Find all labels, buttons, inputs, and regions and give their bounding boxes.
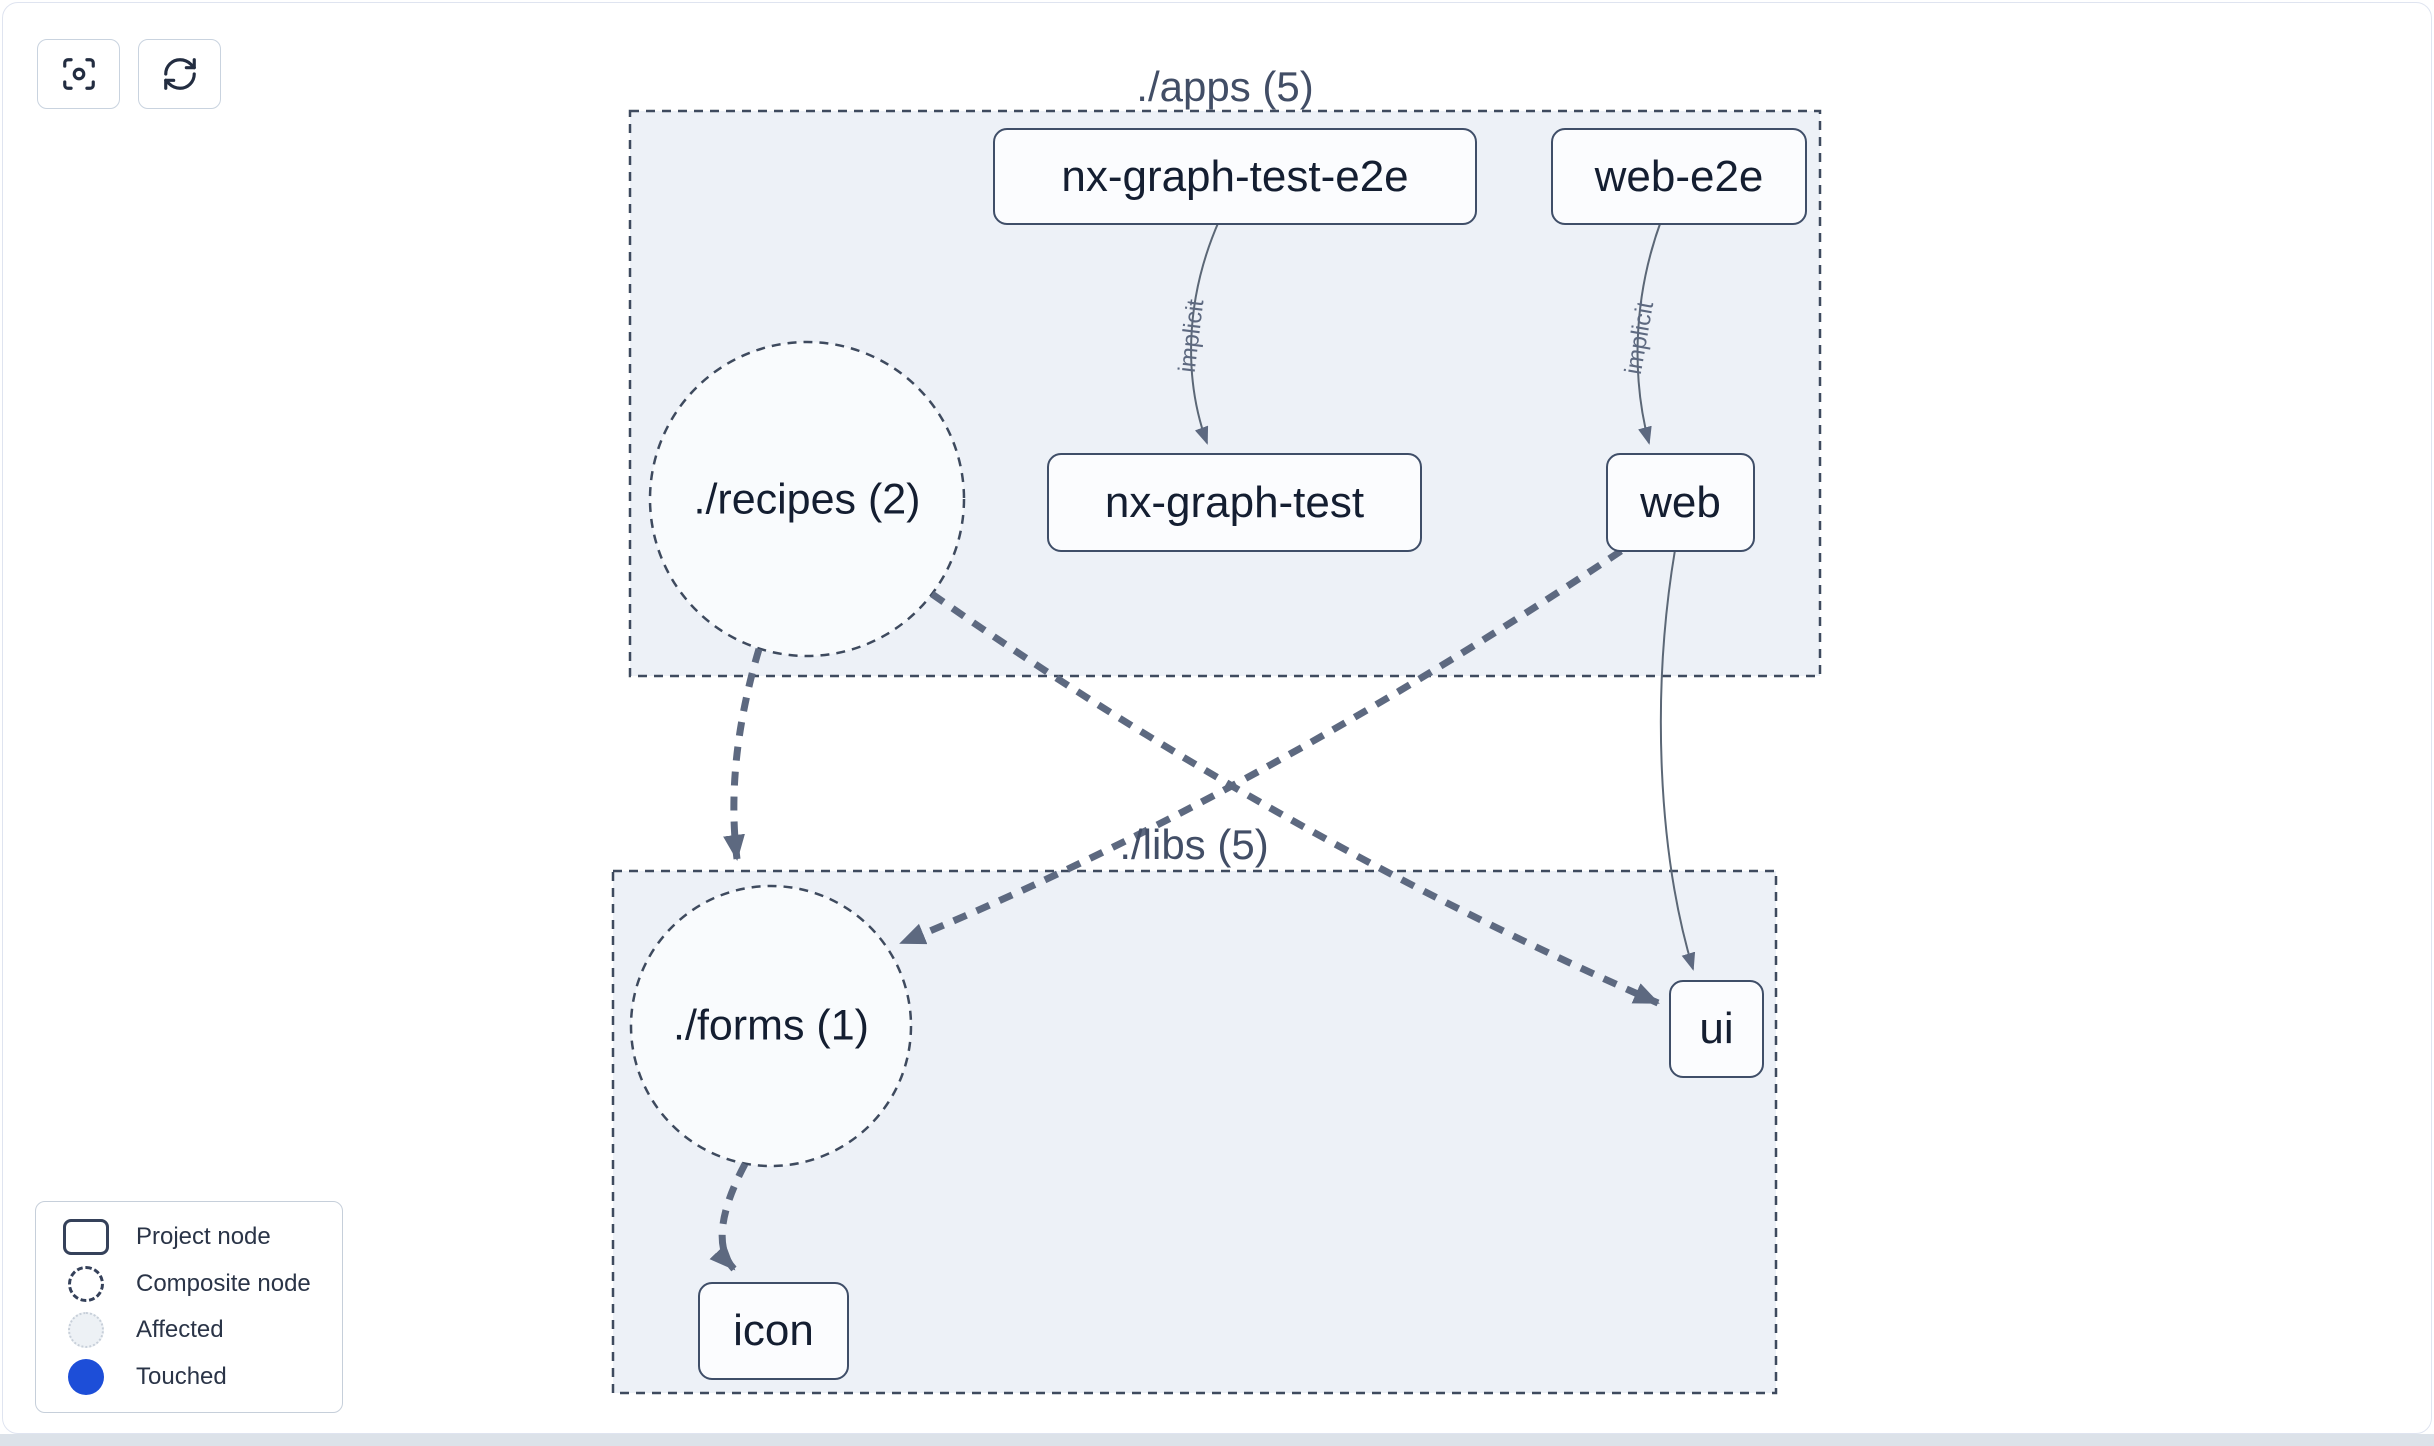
project-node-swatch [63, 1218, 109, 1255]
edge-forms-to-icon[interactable] [709, 1162, 749, 1272]
legend-label: Composite node [136, 1269, 311, 1297]
edge-web-to-ui[interactable] [1659, 549, 1696, 971]
legend-item-project-node: Project node [36, 1218, 342, 1255]
legend: Project node Composite node Affected Tou… [35, 1201, 343, 1413]
affected-swatch [68, 1312, 104, 1349]
edge-web-e2e-to-web[interactable] [1636, 220, 1662, 445]
project-node-web-e2e[interactable]: web-e2e [1551, 128, 1807, 225]
edge-recipes-to-forms[interactable] [723, 648, 763, 861]
edge-nx-graph-test-e2e-to-nx-graph-test[interactable] [1190, 220, 1220, 445]
focus-icon [62, 58, 95, 90]
legend-label: Project node [136, 1222, 271, 1250]
legend-item-composite-node: Composite node [36, 1265, 342, 1302]
legend-item-affected: Affected [36, 1312, 342, 1349]
project-node-ui[interactable]: ui [1669, 980, 1764, 1078]
group-label-apps: ./apps (5) [1136, 63, 1314, 110]
composite-node-label-recipes: ./recipes (2) [693, 475, 921, 524]
edge-recipes-to-ui[interactable] [929, 591, 1660, 1007]
legend-label: Affected [136, 1316, 224, 1344]
touched-swatch [68, 1359, 104, 1396]
group-label-libs: ./libs (5) [1119, 821, 1269, 868]
legend-label: Touched [136, 1363, 227, 1391]
project-node-web[interactable]: web [1606, 453, 1755, 552]
project-node-nx-graph-test-e2e[interactable]: nx-graph-test-e2e [993, 128, 1477, 225]
center-graph-button[interactable] [37, 39, 120, 109]
composite-node-recipes[interactable] [648, 340, 966, 658]
composite-node-label-forms: ./forms (1) [673, 1001, 869, 1050]
project-node-nx-graph-test[interactable]: nx-graph-test [1047, 453, 1422, 552]
toolbar [37, 39, 221, 109]
bottom-strip [0, 1434, 2434, 1446]
project-node-icon[interactable]: icon [698, 1282, 849, 1380]
composite-node-forms[interactable] [629, 884, 913, 1168]
edge-web-to-forms[interactable] [899, 548, 1623, 947]
refresh-button[interactable] [138, 39, 221, 109]
refresh-icon [163, 58, 196, 90]
legend-item-touched: Touched [36, 1359, 342, 1396]
composite-node-swatch [68, 1265, 104, 1302]
